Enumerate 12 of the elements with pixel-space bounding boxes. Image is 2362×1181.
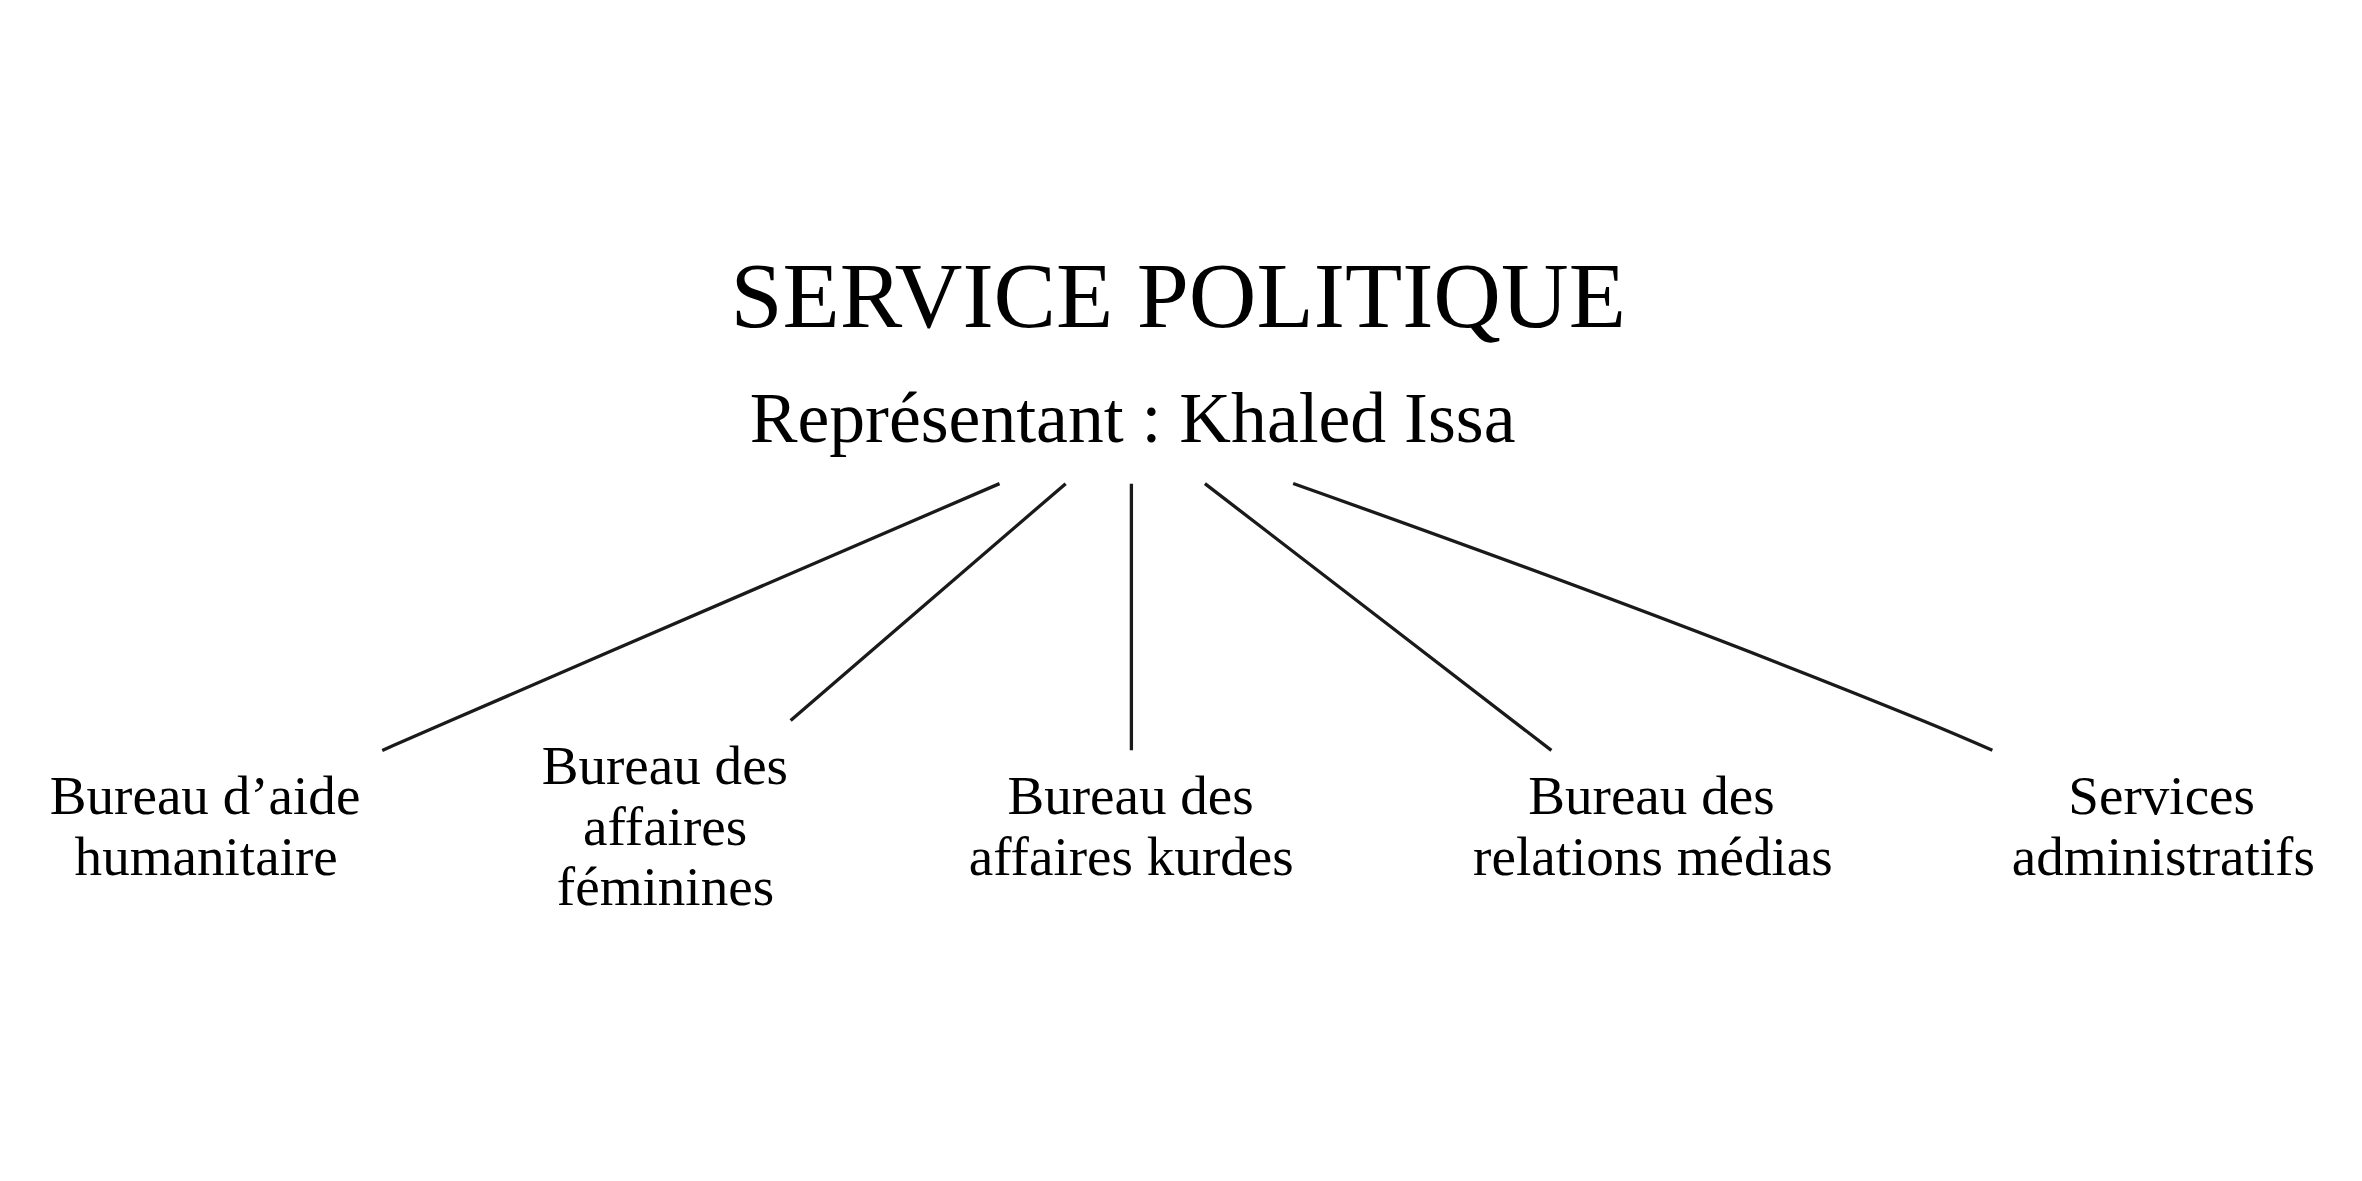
connector bbox=[381, 481, 1001, 752]
node-text: Services administratifs bbox=[2011, 764, 2315, 887]
diagram-title: SERVICE POLITIQUE bbox=[730, 243, 1626, 347]
node-text: Représentant : Khaled Issa bbox=[749, 377, 1516, 457]
connector bbox=[1292, 481, 1994, 752]
connector bbox=[789, 481, 1067, 722]
node-text: Bureau des affaires kurdes bbox=[968, 764, 1294, 887]
node-text: Bureau des affaires féminines bbox=[541, 734, 789, 917]
connector bbox=[1129, 483, 1134, 750]
node-text: Bureau d’aide humanitaire bbox=[49, 764, 361, 887]
connector bbox=[1203, 481, 1553, 752]
node-text: Bureau des relations médias bbox=[1473, 764, 1833, 887]
